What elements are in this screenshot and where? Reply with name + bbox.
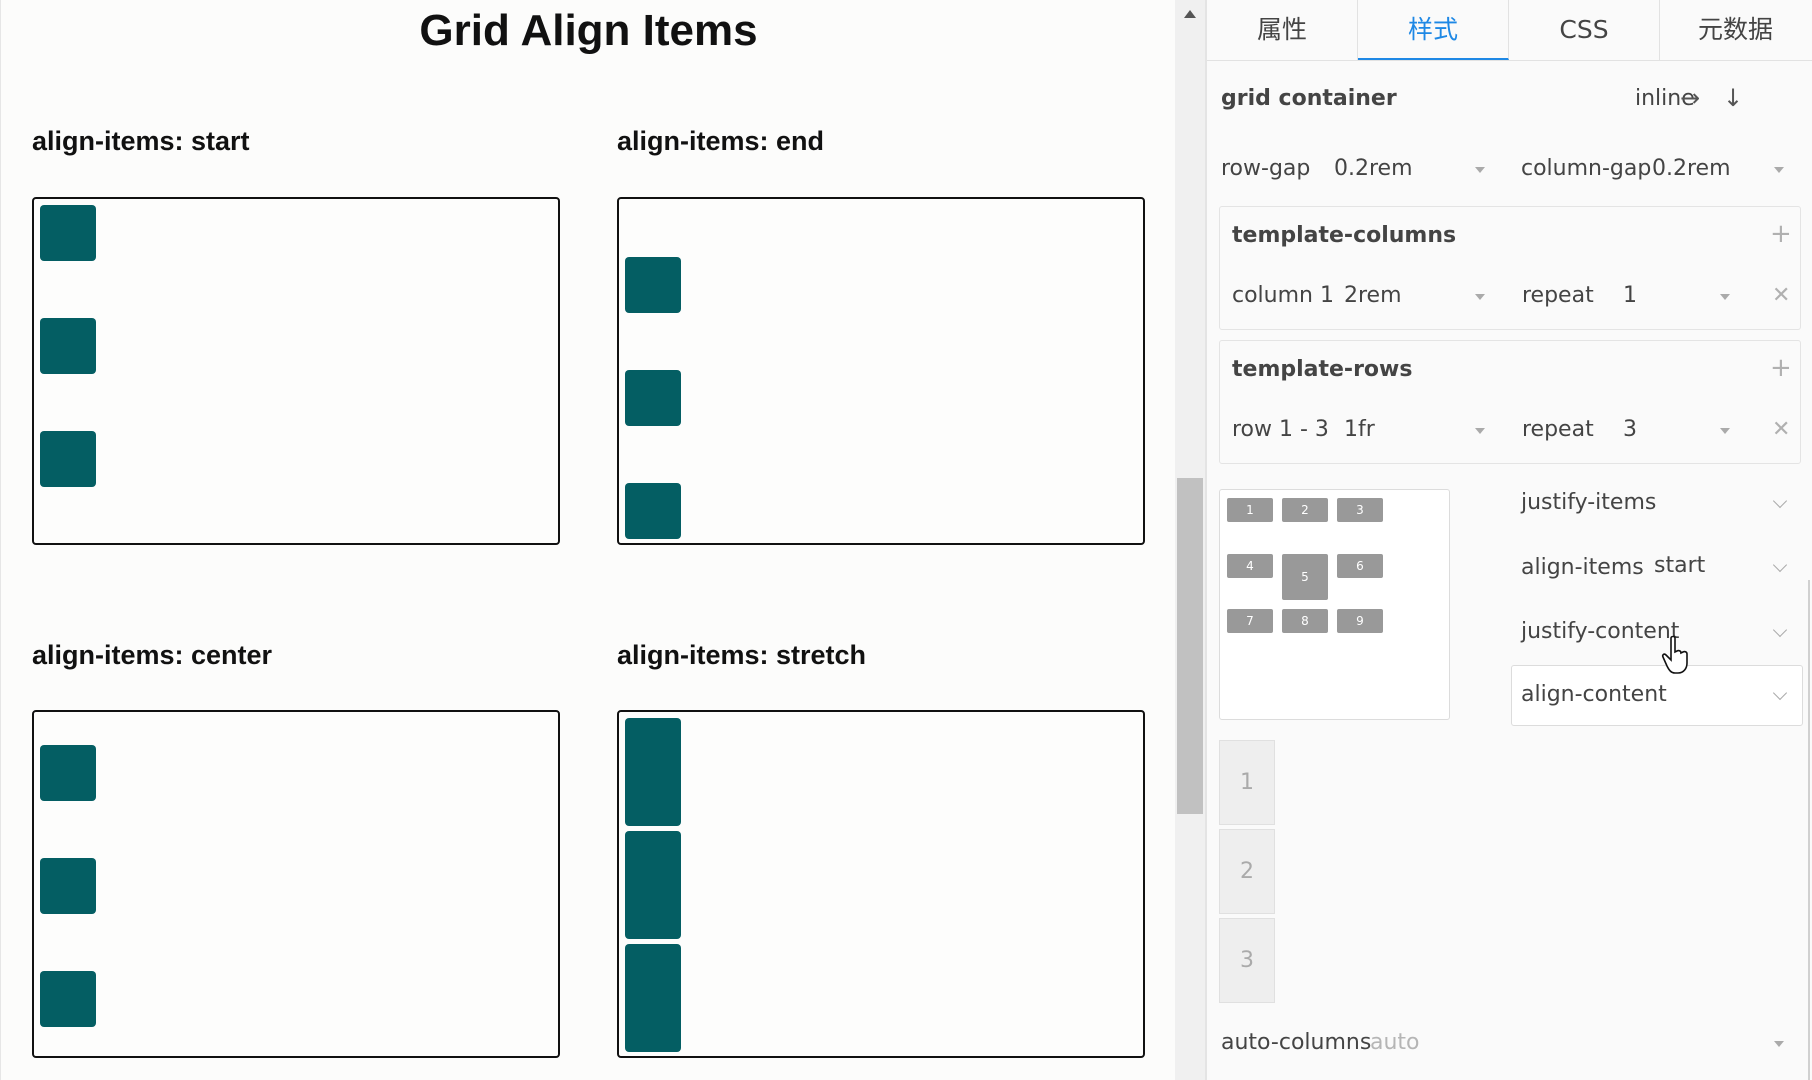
demo-grid-center[interactable] (32, 710, 560, 1058)
grid-cell[interactable] (40, 205, 96, 261)
template-columns-section: template-columns + column 1 2rem repeat … (1219, 206, 1801, 330)
grid-preview[interactable]: 1 2 3 4 5 6 7 8 9 (1219, 489, 1450, 720)
preview-cell[interactable]: 2 (1282, 498, 1328, 522)
canvas-scrollbar[interactable] (1175, 0, 1205, 1080)
row-tile[interactable]: 1 (1219, 740, 1275, 825)
caret-down-icon[interactable] (1774, 167, 1784, 173)
caret-down-icon[interactable] (1720, 428, 1730, 434)
preview-cell[interactable]: 5 (1282, 554, 1328, 600)
grid-cell[interactable] (625, 718, 681, 826)
preview-cell[interactable]: 7 (1227, 609, 1273, 633)
demo-grid-start[interactable] (32, 197, 560, 545)
tab-style[interactable]: 样式 (1358, 0, 1509, 60)
grid-cell[interactable] (625, 370, 681, 426)
align-items-value[interactable]: start (1654, 553, 1706, 578)
tab-css[interactable]: CSS (1509, 0, 1660, 60)
panel-tabs: 属性 样式 CSS 元数据 (1207, 0, 1812, 61)
panel-scrollbar[interactable] (1808, 580, 1810, 1080)
chevron-down-icon[interactable] (1772, 557, 1788, 573)
repeat-label: repeat (1522, 283, 1594, 308)
section-title-grid-container: grid container (1221, 86, 1397, 111)
demo-grid-stretch[interactable] (617, 710, 1145, 1058)
repeat-label: repeat (1522, 417, 1594, 442)
page-title: Grid Align Items (419, 6, 758, 55)
close-icon[interactable]: ✕ (1772, 283, 1791, 308)
template-rows-section: template-rows + row 1 - 3 1fr repeat 3 ✕ (1219, 340, 1801, 464)
grid-cell[interactable] (625, 831, 681, 939)
row-gap-input[interactable]: 0.2rem (1334, 156, 1413, 181)
caret-down-icon[interactable] (1475, 428, 1485, 434)
preview-cell[interactable]: 4 (1227, 554, 1273, 578)
grid-cell[interactable] (625, 257, 681, 313)
preview-cell[interactable]: 6 (1337, 554, 1383, 578)
scroll-up-arrow-icon[interactable] (1184, 10, 1196, 18)
close-icon[interactable]: ✕ (1772, 417, 1791, 442)
row-tile[interactable]: 3 (1219, 918, 1275, 1003)
demo-label-end: align-items: end (617, 126, 825, 156)
justify-content-label[interactable]: justify-content (1521, 619, 1680, 644)
demo-label-start: align-items: start (32, 126, 250, 156)
row-gap-label: row-gap (1221, 156, 1311, 181)
grid-cell[interactable] (40, 318, 96, 374)
column-gap-input[interactable]: 0.2rem (1652, 156, 1731, 181)
panel-divider[interactable] (1205, 0, 1207, 1080)
grid-cell[interactable] (625, 944, 681, 1052)
preview-cell[interactable]: 1 (1227, 498, 1273, 522)
justify-items-label[interactable]: justify-items (1521, 490, 1657, 515)
hand-cursor-icon (1661, 635, 1688, 674)
scrollbar-thumb[interactable] (1177, 478, 1203, 814)
preview-cell[interactable]: 9 (1337, 609, 1383, 633)
preview-cell[interactable]: 8 (1282, 609, 1328, 633)
add-icon[interactable]: + (1770, 219, 1792, 249)
demo-label-stretch: align-items: stretch (617, 640, 867, 670)
row-size-input[interactable]: 1fr (1344, 417, 1375, 442)
grid-cell[interactable] (40, 745, 96, 801)
align-content-label: align-content (1521, 682, 1667, 707)
preview-cell[interactable]: 3 (1337, 498, 1383, 522)
column-gap-label: column-gap (1521, 156, 1652, 181)
design-canvas: Grid Align Items align-items: start alig… (0, 0, 1145, 1080)
demo-label-center: align-items: center (32, 640, 273, 670)
auto-columns-value[interactable]: auto (1370, 1030, 1420, 1055)
chevron-down-icon[interactable] (1772, 685, 1788, 701)
chevron-down-icon[interactable] (1772, 493, 1788, 509)
grid-cell[interactable] (40, 971, 96, 1027)
row-item-label: row 1 - 3 (1232, 417, 1329, 442)
align-items-label[interactable]: align-items (1521, 555, 1644, 580)
template-columns-title: template-columns (1232, 223, 1457, 248)
direction-column-arrow-icon[interactable]: ↓ (1723, 84, 1744, 112)
align-content-select[interactable]: align-content (1511, 665, 1803, 726)
caret-down-icon[interactable] (1774, 1041, 1784, 1047)
tab-properties[interactable]: 属性 (1207, 0, 1358, 60)
caret-down-icon[interactable] (1720, 294, 1730, 300)
template-rows-title: template-rows (1232, 357, 1413, 382)
display-value[interactable]: inline (1635, 86, 1695, 111)
grid-cell[interactable] (625, 483, 681, 539)
direction-row-arrow-icon[interactable]: → (1680, 84, 1701, 112)
demo-grid-end[interactable] (617, 197, 1145, 545)
style-panel: 属性 样式 CSS 元数据 grid container inline → ↓ … (1207, 0, 1812, 1080)
grid-cell[interactable] (40, 858, 96, 914)
tab-metadata[interactable]: 元数据 (1697, 15, 1773, 44)
caret-down-icon[interactable] (1475, 294, 1485, 300)
auto-columns-label: auto-columns (1221, 1030, 1372, 1055)
chevron-down-icon[interactable] (1772, 622, 1788, 638)
repeat-input[interactable]: 3 (1623, 417, 1637, 442)
add-icon[interactable]: + (1770, 353, 1792, 383)
grid-cell[interactable] (40, 431, 96, 487)
repeat-input[interactable]: 1 (1623, 283, 1637, 308)
caret-down-icon[interactable] (1475, 167, 1485, 173)
column-item-label: column 1 (1232, 283, 1334, 308)
column-size-input[interactable]: 2rem (1344, 283, 1402, 308)
row-tile[interactable]: 2 (1219, 829, 1275, 914)
